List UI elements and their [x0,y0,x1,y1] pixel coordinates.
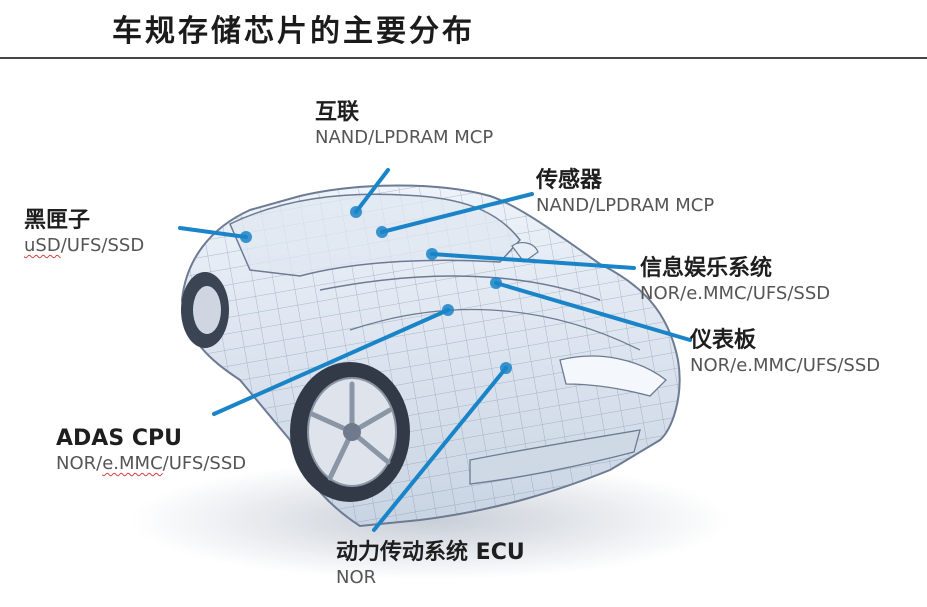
connector-powertrain [372,366,508,532]
car-shadow [130,460,730,580]
connector-infotainment [430,252,636,270]
label-blackbox-memory-rest: /UFS/SSD [60,235,145,256]
label-infotainment-name: 信息娱乐系统 [640,256,773,281]
front-wheel [290,362,410,502]
label-dashboard-memory: NOR/e.MMC/UFS/SSD [690,355,881,376]
label-adas: ADAS CPU NOR/e.MMC/UFS/SSD [56,426,246,476]
label-infotainment: 信息娱乐系统 NOR/e.MMC/UFS/SSD [640,256,830,306]
label-blackbox-name: 黑匣子 [24,208,91,233]
label-sensor-name: 传感器 [536,168,603,193]
label-powertrain: 动力传动系统 ECU NOR [336,540,525,590]
connector-dots [240,206,512,374]
title-divider [0,57,927,59]
label-blackbox-memory: uSD/UFS/SSD [24,234,144,258]
connector-interconnect [354,168,390,214]
car-headlight [559,355,667,397]
label-adas-name: ADAS CPU [56,426,182,451]
rear-wheel [181,272,229,348]
car-side-mirror [511,242,539,263]
page-title: 车规存储芯片的主要分布 [112,14,475,49]
label-adas-memory-b: e.MMC [102,453,163,474]
connector-sensor [380,192,534,234]
label-blackbox-memory-first: uSD [24,235,61,256]
label-adas-memory-a: NOR/ [56,453,103,474]
connector-adas [212,308,450,416]
label-interconnect-name: 互联 [315,100,360,125]
label-interconnect-memory: NAND/LPDRAM MCP [315,127,494,148]
label-sensor-memory: NAND/LPDRAM MCP [536,195,715,216]
label-interconnect: 互联 NAND/LPDRAM MCP [315,100,493,150]
car-hood-line [349,308,641,351]
label-powertrain-name: 动力传动系统 ECU [336,540,525,565]
car-hood-line [319,275,601,301]
label-adas-memory-c: /UFS/SSD [162,453,247,474]
label-blackbox: 黑匣子 uSD/UFS/SSD [24,208,144,258]
label-infotainment-memory: NOR/e.MMC/UFS/SSD [640,283,831,304]
label-dashboard-name: 仪表板 [690,328,757,353]
connector-lines [178,168,692,532]
label-powertrain-memory: NOR [336,567,377,588]
label-adas-memory: NOR/e.MMC/UFS/SSD [56,452,246,476]
label-sensor: 传感器 NAND/LPDRAM MCP [536,168,714,218]
connector-blackbox [178,226,248,239]
car-grille [469,429,641,485]
label-dashboard: 仪表板 NOR/e.MMC/UFS/SSD [690,328,880,378]
connector-dashboard [494,281,692,342]
